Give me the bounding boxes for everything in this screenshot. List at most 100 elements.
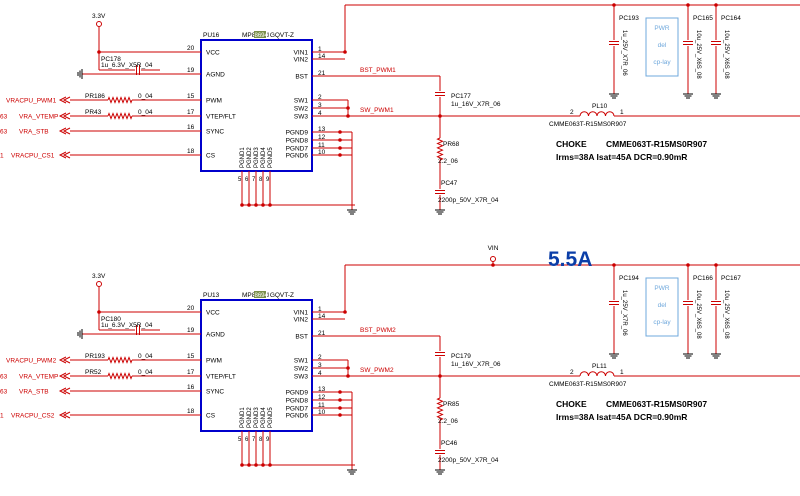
pin-name: VCC — [206, 310, 220, 317]
pin-name: VIN2 — [294, 57, 309, 64]
cap-ref: PC194 — [619, 275, 639, 282]
pin-name: CS — [206, 153, 216, 160]
choke-title: CHOKE — [556, 399, 587, 409]
rail-symbol — [96, 281, 102, 287]
junction-dot — [254, 203, 258, 207]
junction-dot — [247, 463, 251, 467]
cap-ref: PC180 — [101, 316, 121, 323]
port-arrow — [58, 387, 67, 395]
resistor-symbol — [107, 372, 133, 380]
pin-name: PGND3 — [254, 407, 260, 428]
pin-number: 1 — [318, 46, 322, 53]
cap-ref: PC47 — [441, 180, 458, 187]
pin-number: 2 — [318, 94, 322, 101]
port-arrow — [62, 411, 71, 419]
pin-number: 13 — [318, 386, 326, 393]
cap-value: 2200p_50V_X7R_04 — [438, 197, 499, 204]
pin-number: 14 — [318, 313, 326, 320]
port-arrow — [62, 127, 71, 135]
pin-number: 16 — [187, 124, 195, 131]
ground-symbol — [683, 93, 693, 99]
pin-name: PGND2 — [247, 147, 253, 168]
pin-name: BST — [295, 334, 308, 341]
port-arrow — [62, 356, 71, 364]
vin-label: VIN — [488, 245, 499, 252]
ground-symbol — [683, 353, 693, 359]
vin-symbol — [490, 256, 496, 262]
pin-number: 11 — [318, 402, 325, 409]
pin-name: SW2 — [294, 366, 308, 373]
net-label: VRA_VTEMP — [19, 374, 58, 381]
pin-number: 12 — [318, 134, 326, 141]
pin-name: PGND6 — [286, 153, 309, 160]
ic-part: MP86941GQVT-Z — [242, 32, 294, 39]
port-arrow — [58, 96, 67, 104]
cap-value: 10u_25V_X6S_08 — [695, 290, 701, 339]
pin-number: 3 — [318, 362, 322, 369]
junction-dot — [346, 114, 350, 118]
ground-symbol — [609, 93, 619, 99]
ic-mark: 86941 — [255, 293, 272, 299]
resistor-ref: PR186 — [85, 93, 105, 100]
note-box — [645, 277, 679, 337]
pin-name: PGND8 — [286, 398, 309, 405]
choke-part: CMME063T-R15MS0R907 — [606, 399, 707, 409]
inductor-pin: 2 — [570, 369, 574, 376]
pin-number: 12 — [318, 394, 326, 401]
ground-symbol — [347, 209, 357, 215]
pin-name: SW1 — [294, 98, 308, 105]
pin-name: PGND9 — [286, 130, 309, 137]
ground-symbol — [711, 353, 721, 359]
cap-ref: PC165 — [693, 15, 713, 22]
net-prefix: 1 — [0, 153, 4, 160]
pin-name: VCC — [206, 50, 220, 57]
pin-name: CS — [206, 413, 216, 420]
pin-name: SW2 — [294, 106, 308, 113]
pin-number: 2 — [318, 354, 322, 361]
pin-number: 18 — [187, 408, 195, 415]
junction-dot — [343, 310, 347, 314]
inductor-ref: PL10 — [592, 103, 608, 110]
pin-name: AGND — [206, 72, 225, 79]
resistor-ref: PR85 — [443, 401, 460, 408]
pin-name: PWM — [206, 98, 222, 105]
net-label: VRA_VTEMP — [19, 114, 58, 121]
pin-name: PGND6 — [286, 413, 309, 420]
choke-title: CHOKE — [556, 139, 587, 149]
resistor-symbol — [107, 96, 133, 104]
pin-name: PGND2 — [247, 407, 253, 428]
net-label: VRA_STB — [19, 389, 49, 396]
pin-number: 19 — [187, 327, 195, 334]
ic-mark-bg — [254, 31, 266, 38]
cap-ref: PC193 — [619, 15, 639, 22]
resistor-value: 2.2_06 — [438, 158, 458, 165]
port-arrow — [58, 372, 67, 380]
net-prefix: 1 — [0, 413, 4, 420]
pin-number: 10 — [318, 149, 326, 156]
pin-number: 6 — [245, 437, 249, 443]
inductor-symbol — [579, 111, 615, 117]
resistor-symbol — [436, 397, 444, 421]
junction-dot — [247, 203, 251, 207]
net-prefix: 63 — [0, 114, 8, 121]
pin-name: PWM — [206, 358, 222, 365]
pin-number: 15 — [187, 353, 195, 360]
pin-number: 11 — [318, 142, 325, 149]
pin-number: 21 — [318, 70, 326, 77]
junction-dot — [343, 50, 347, 54]
junction-dot — [261, 203, 265, 207]
junction-dot — [346, 106, 350, 110]
cap-value: 2200p_50V_X7R_04 — [438, 457, 499, 464]
ground-symbol — [77, 329, 83, 339]
junction-dot — [346, 374, 350, 378]
port-arrow — [62, 151, 71, 159]
cap-ref: PC177 — [451, 93, 471, 100]
ground-symbol — [77, 69, 83, 79]
ic-mark-bg — [254, 291, 266, 298]
resistor-ref: PR52 — [85, 369, 102, 376]
pin-number: 19 — [187, 67, 195, 74]
pin-name: PGND7 — [286, 406, 309, 413]
resistor-ref: PR43 — [85, 109, 102, 116]
